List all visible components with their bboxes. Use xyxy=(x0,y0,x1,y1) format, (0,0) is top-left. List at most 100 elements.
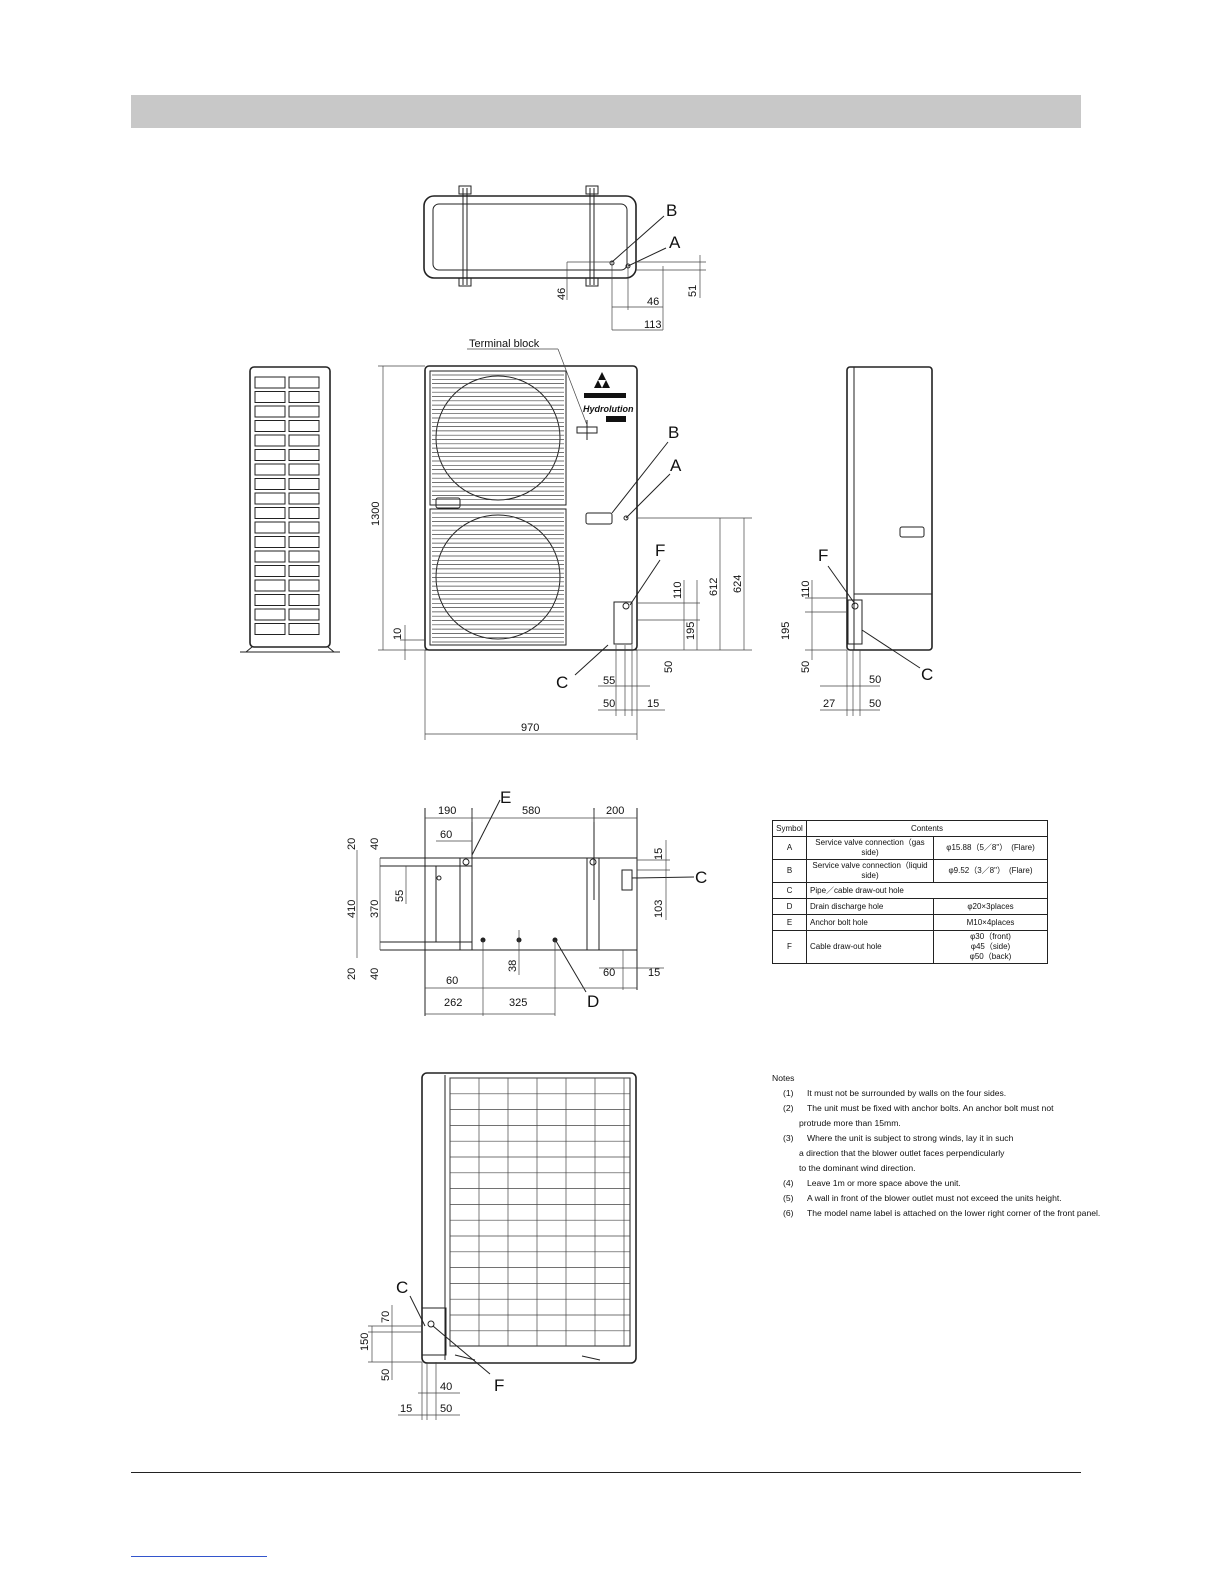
table-header-row: Symbol Contents xyxy=(772,820,1048,837)
dim-front-1300: 1300 xyxy=(370,502,382,526)
dim-rear-15: 15 xyxy=(400,1403,412,1415)
note-number: (3) xyxy=(783,1133,794,1143)
dim-side-50-lower: 50 xyxy=(869,698,881,710)
base-view xyxy=(356,799,695,1016)
table-cell-symbol: E xyxy=(772,914,807,931)
label-d-base: D xyxy=(587,992,599,1011)
dim-front-110: 110 xyxy=(672,581,684,599)
dim-base-40-bottom: 40 xyxy=(369,968,381,980)
table-cell-spec: φ9.52（3／8"） (Flare) xyxy=(933,859,1048,883)
label-c-rear: C xyxy=(396,1278,408,1297)
table-cell-symbol: D xyxy=(772,898,807,915)
dim-side-110: 110 xyxy=(800,580,812,598)
note-line: It must not be surrounded by walls on th… xyxy=(807,1088,1007,1098)
table-row: E Anchor bolt hole M10×4places xyxy=(772,914,1048,931)
notes-title: Notes xyxy=(772,1073,795,1083)
note-item: (6)The model name label is attached on t… xyxy=(772,1206,1102,1221)
dim-base-103: 103 xyxy=(653,900,665,918)
mitsubishi-logo-icon xyxy=(598,372,606,380)
dim-rear-40: 40 xyxy=(440,1381,452,1393)
spec-line: φ45（side) xyxy=(970,942,1011,951)
top-view xyxy=(423,185,706,331)
dim-base-190: 190 xyxy=(438,805,456,817)
spec-line: φ50（back) xyxy=(969,952,1012,961)
table-cell-symbol: B xyxy=(772,859,807,883)
dim-front-970: 970 xyxy=(521,722,539,734)
table-cell-name: Drain discharge hole xyxy=(806,898,934,915)
table-cell-spec: φ15.88（5／8"） (Flare) xyxy=(933,836,1048,860)
logo-text: Hydrolution xyxy=(583,404,634,414)
dim-base-20-bottom: 20 xyxy=(346,968,358,980)
footer-rule xyxy=(131,1472,1081,1473)
dim-front-10: 10 xyxy=(392,628,404,640)
dim-side-27: 27 xyxy=(823,698,835,710)
note-line: Leave 1m or more space above the unit. xyxy=(807,1178,961,1188)
front-view xyxy=(378,348,752,740)
dim-front-50-horizontal: 50 xyxy=(603,698,615,710)
dim-front-55: 55 xyxy=(603,675,615,687)
table-cell-symbol: F xyxy=(772,930,807,964)
note-item: (5) A wall in front of the blower outlet … xyxy=(772,1191,1102,1206)
label-a-front: A xyxy=(670,456,682,475)
dim-top-113: 113 xyxy=(644,319,662,331)
table-cell-name: Service valve connection（liquid side) xyxy=(806,859,934,883)
table-row: C Pipe／cable draw-out hole xyxy=(772,882,1048,899)
dim-base-40-top: 40 xyxy=(369,838,381,850)
dim-side-50-upper: 50 xyxy=(869,674,881,686)
table-row: F Cable draw-out hole φ30（front) φ45（sid… xyxy=(772,930,1048,964)
dim-rear-150: 150 xyxy=(359,1333,371,1351)
section-header-bar xyxy=(131,95,1081,128)
note-line: protrude more than 15mm. xyxy=(799,1118,901,1128)
note-line: The unit must be fixed with anchor bolts… xyxy=(807,1103,1054,1113)
dim-base-200: 200 xyxy=(606,805,624,817)
dim-base-370: 370 xyxy=(369,900,381,918)
label-c-base: C xyxy=(695,868,707,887)
note-line: to the dominant wind direction. xyxy=(799,1163,916,1173)
rear-view xyxy=(368,1072,637,1420)
dim-rear-50-vertical: 50 xyxy=(380,1369,392,1381)
label-c-front: C xyxy=(556,673,568,692)
label-a-top: A xyxy=(669,233,681,252)
dim-front-612: 612 xyxy=(708,578,720,596)
table-cell-spec: M10×4places xyxy=(933,914,1048,931)
dim-base-20-top: 20 xyxy=(346,838,358,850)
table-cell-name: Anchor bolt hole xyxy=(806,914,934,931)
note-number: (4) xyxy=(783,1178,794,1188)
dim-rear-70: 70 xyxy=(380,1311,392,1323)
dim-side-195: 195 xyxy=(780,622,792,640)
right-side-view xyxy=(805,366,933,716)
note-line: a direction that the blower outlet faces… xyxy=(799,1148,1005,1158)
label-c-side: C xyxy=(921,665,933,684)
table-row: D Drain discharge hole φ20×3places xyxy=(772,898,1048,915)
dim-base-262: 262 xyxy=(444,997,462,1009)
table-cell-name: Service valve connection（gas side) xyxy=(806,836,934,860)
note-number: (1) xyxy=(783,1088,794,1098)
notes-block: Notes (1) It must not be surrounded by wa… xyxy=(772,1071,1102,1221)
note-item: (2)The unit must be fixed with anchor bo… xyxy=(772,1101,1102,1116)
dim-rear-50-horizontal: 50 xyxy=(440,1403,452,1415)
dim-front-624: 624 xyxy=(732,575,744,593)
table-cell-name: Pipe／cable draw-out hole xyxy=(806,882,1048,899)
dim-base-60-bottom-right: 60 xyxy=(603,967,615,979)
dim-base-38: 38 xyxy=(507,960,519,972)
table-row: B Service valve connection（liquid side) … xyxy=(772,859,1048,883)
label-b-top: B xyxy=(666,201,677,220)
note-number: (5) xyxy=(783,1193,794,1203)
footer-link-underline[interactable] xyxy=(131,1556,267,1557)
table-cell-spec: φ30（front) φ45（side) φ50（back) xyxy=(933,930,1048,964)
dim-base-15-bottom: 15 xyxy=(648,967,660,979)
dim-top-51: 51 xyxy=(687,285,699,297)
left-side-view xyxy=(240,366,340,653)
table-header-symbol: Symbol xyxy=(772,820,807,837)
dim-front-50-vertical: 50 xyxy=(663,661,675,673)
dim-base-60-bottom-left: 60 xyxy=(446,975,458,987)
note-line: The model name label is attached on the … xyxy=(807,1208,1101,1218)
note-item: (3)Where the unit is subject to strong w… xyxy=(772,1131,1102,1146)
label-f-rear: F xyxy=(494,1376,504,1395)
table-cell-symbol: A xyxy=(772,836,807,860)
dim-side-50-vertical: 50 xyxy=(800,661,812,673)
dim-top-46-horizontal: 46 xyxy=(647,296,659,308)
note-line: A wall in front of the blower outlet mus… xyxy=(807,1193,1062,1203)
dim-top-46-vertical: 46 xyxy=(556,288,568,300)
